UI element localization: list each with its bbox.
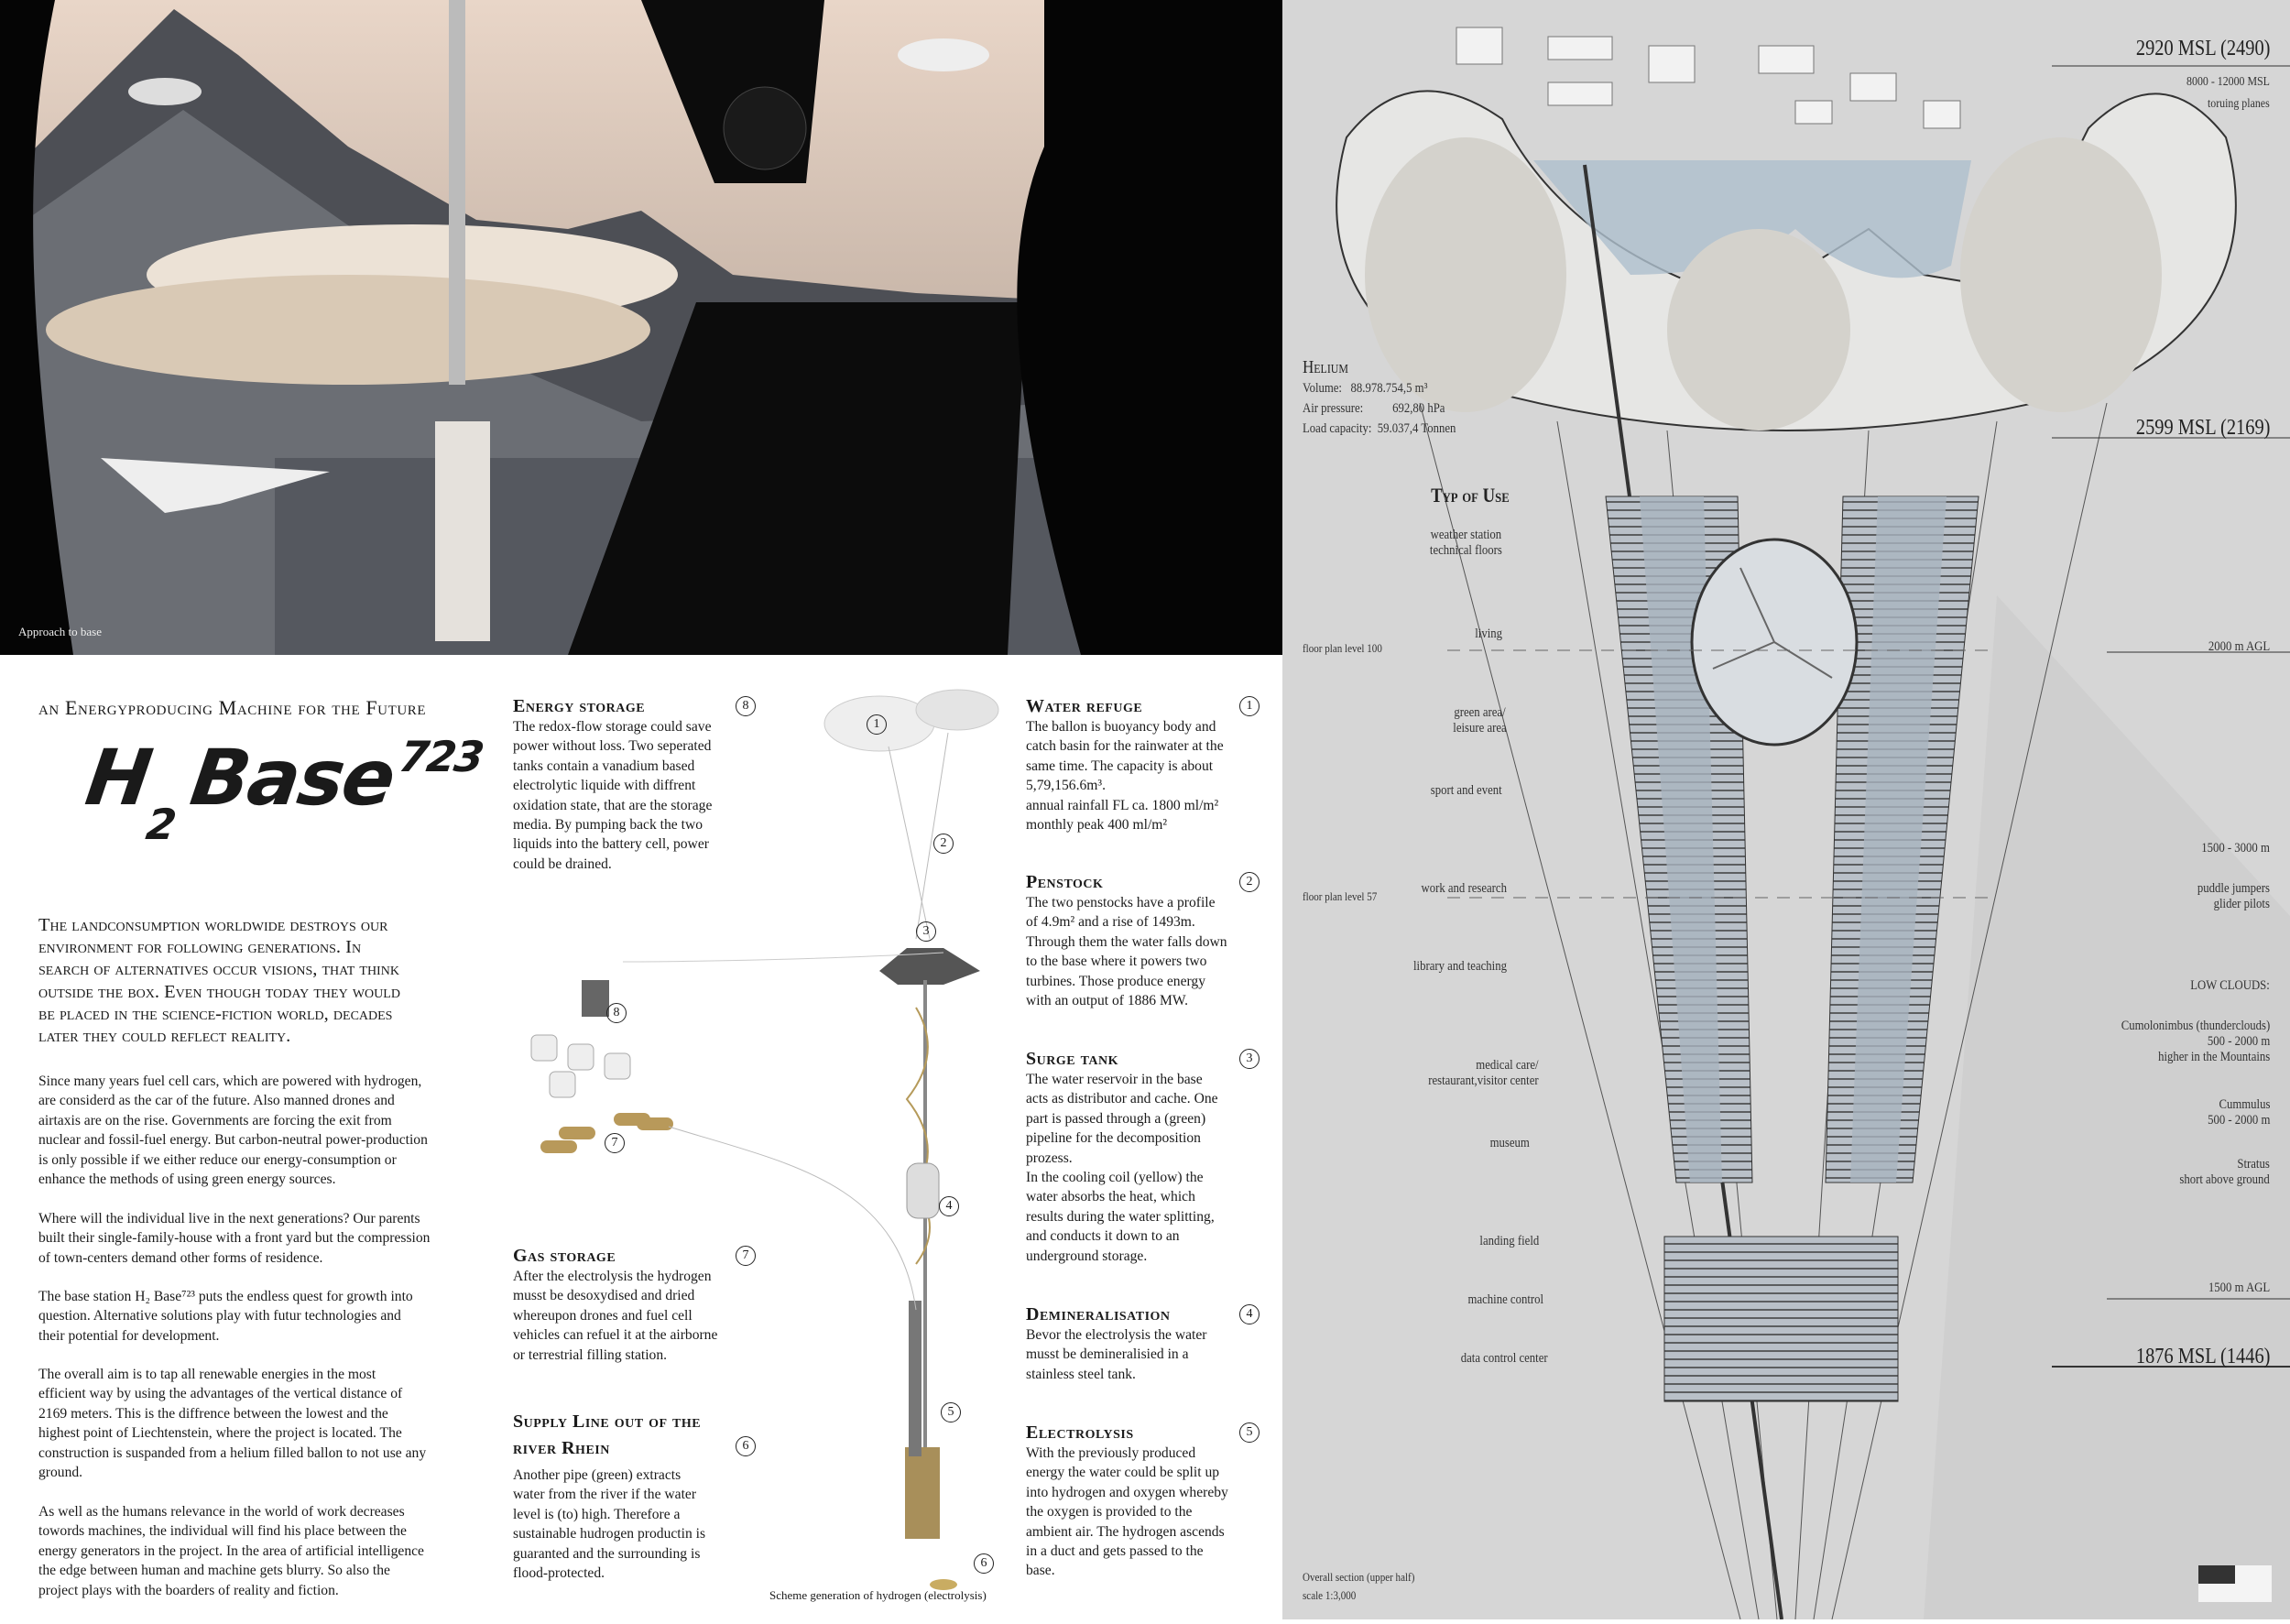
- overall-section-panel: 2920 MSL (2490) 8000 - 12000 MSL toruing…: [1282, 0, 2290, 1620]
- planes-range: 8000 - 12000 MSL: [2186, 75, 2270, 89]
- range-label: 1500 - 3000 m: [2201, 841, 2270, 856]
- section-title: Demineralisation: [1026, 1304, 1171, 1324]
- use-label: museum: [1489, 1136, 1530, 1150]
- body-paragraph: Since many years fuel cell cars, which a…: [38, 1074, 428, 1188]
- section-water-refuge: Water refuge 1 The ballon is buoyancy bo…: [1026, 696, 1260, 834]
- helium-load: Load capacity: 59.037,4 Tonnen: [1303, 421, 1456, 437]
- planes-label: toruing planes: [2208, 97, 2270, 111]
- label: Load capacity:: [1303, 421, 1372, 436]
- section-electrolysis: Electrolysis 5 With the previously produ…: [1026, 1422, 1260, 1581]
- value: 692,80 hPa: [1392, 401, 1445, 416]
- body-paragraph: The overall aim is to tap all renewable …: [38, 1367, 427, 1481]
- body-paragraph: The base station H₂ Base⁷²³ puts the end…: [38, 1289, 413, 1344]
- diagram-marker: 3: [916, 921, 936, 942]
- diagram-marker: 7: [605, 1133, 625, 1153]
- section-number: 8: [736, 696, 756, 716]
- floor-plan-100-link[interactable]: floor plan level 100: [1303, 641, 1382, 655]
- section-title: Energy storage: [513, 696, 646, 716]
- section-energy-storage: Energy storage 8 The redox-flow storage …: [513, 696, 756, 874]
- label: Volume:: [1303, 381, 1342, 396]
- intro-paragraph: The landconsumption worldwide destroys o…: [38, 915, 400, 1047]
- balloon-level-label: 2599 MSL (2169): [2135, 416, 2270, 440]
- section-surge-tank: Surge tank 3 The water reservoir in the …: [1026, 1049, 1260, 1266]
- section-number: 5: [1239, 1422, 1260, 1443]
- section-title: Penstock: [1026, 872, 1104, 892]
- section-text: Another pipe (green) extracts water from…: [513, 1467, 706, 1582]
- pilots-label: puddle jumpers glider pilots: [2197, 881, 2270, 911]
- title-h: H: [81, 733, 157, 823]
- section-gas-storage: Gas storage 7 After the electrolysis the…: [513, 1246, 756, 1365]
- diagram-marker: 6: [974, 1553, 994, 1574]
- body-paragraph: As well as the humans relevance in the w…: [38, 1504, 424, 1598]
- use-label: sport and event: [1431, 783, 1502, 798]
- use-label: landing field: [1479, 1234, 1539, 1248]
- use-label: library and teaching: [1413, 959, 1507, 974]
- use-label: work and research: [1421, 881, 1507, 896]
- body-paragraph: Where will the individual live in the ne…: [38, 1211, 431, 1266]
- section-text: The ballon is buoyancy body and catch ba…: [1026, 719, 1224, 834]
- section-text: With the previously produced energy the …: [1026, 1445, 1228, 1579]
- title-subscript: 2: [143, 800, 178, 849]
- use-label: data control center: [1461, 1351, 1548, 1366]
- section-caption: Overall section (upper half): [1303, 1570, 1415, 1584]
- section-text: The two penstocks have a profile of 4.9m…: [1026, 895, 1227, 1009]
- section-penstock: Penstock 2 The two penstocks have a prof…: [1026, 872, 1260, 1010]
- tower-section-drawing: [1336, 27, 2290, 1620]
- hydrogen-scheme-diagram: [530, 689, 999, 1590]
- use-title: Typ of Use: [1431, 484, 1510, 507]
- section-scale: scale 1:3,000: [1303, 1588, 1357, 1602]
- section-number: 2: [1239, 872, 1260, 892]
- title-base: Base: [185, 733, 399, 823]
- section-number: 7: [736, 1246, 756, 1266]
- section-number: 3: [1239, 1049, 1260, 1069]
- diagram-marker: 5: [941, 1402, 961, 1422]
- diagram-caption: Scheme generation of hydrogen (electroly…: [769, 1588, 987, 1602]
- use-label: medical care/ restaurant,visitor center: [1428, 1058, 1539, 1088]
- section-title: Electrolysis: [1026, 1422, 1134, 1443]
- agl-1500-label: 1500 m AGL: [2208, 1281, 2270, 1295]
- base-level-label: 1876 MSL (1446): [2135, 1345, 2270, 1368]
- agl-2000-label: 2000 m AGL: [2208, 639, 2270, 654]
- section-number: 1: [1239, 696, 1260, 716]
- helium-volume: Volume: 88.978.754,5 m³: [1303, 381, 1427, 397]
- diagram-marker: 8: [606, 1003, 627, 1023]
- section-text: The water reservoir in the base acts as …: [1026, 1072, 1218, 1264]
- section-demineralisation: Demineralisation 4 Bevor the electrolysi…: [1026, 1304, 1260, 1384]
- diagram-marker: 4: [939, 1196, 959, 1216]
- low-clouds-label: LOW CLOUDS:: [2190, 978, 2270, 993]
- helium-pressure: Air pressure: 692,80 hPa: [1303, 401, 1445, 417]
- section-title: Water refuge: [1026, 696, 1143, 716]
- section-text: After the electrolysis the hydrogen muss…: [513, 1269, 718, 1363]
- title-superscript: 723: [396, 732, 486, 781]
- subtitle: an Energyproducing Machine for the Futur…: [38, 696, 427, 719]
- use-label: living: [1475, 627, 1502, 641]
- cockpit-scene-image: [0, 0, 1282, 655]
- project-title: H2Base723: [81, 732, 486, 849]
- use-label: green area/ leisure area: [1453, 705, 1507, 736]
- label: Air pressure:: [1303, 401, 1364, 416]
- use-label: weather station technical floors: [1430, 528, 1502, 558]
- use-label: machine control: [1467, 1292, 1543, 1307]
- value: 59.037,4 Tonnen: [1377, 421, 1456, 436]
- cumulonimbus-label: Cumolonimbus (thunderclouds) 500 - 2000 …: [2121, 1019, 2270, 1064]
- section-supply-line: Supply Line out of the river Rhein 6 Ano…: [513, 1409, 756, 1583]
- value: 88.978.754,5 m³: [1350, 381, 1428, 396]
- section-number: 4: [1239, 1304, 1260, 1324]
- floor-plan-57-link[interactable]: floor plan level 57: [1303, 889, 1378, 903]
- top-level-label: 2920 MSL (2490): [2135, 37, 2270, 60]
- scale-legend-block: [2198, 1565, 2235, 1584]
- approach-render: Approach to base: [0, 0, 1282, 655]
- section-number: 6: [736, 1436, 756, 1456]
- diagram-marker: 2: [933, 834, 954, 854]
- stratus-label: Stratus short above ground: [2179, 1157, 2270, 1187]
- helium-title: Helium: [1303, 357, 1348, 377]
- section-title: Supply Line out of the river Rhein: [513, 1411, 702, 1458]
- section-text: The redox-flow storage could save power …: [513, 719, 713, 872]
- section-title: Surge tank: [1026, 1049, 1118, 1069]
- section-title: Gas storage: [513, 1246, 616, 1266]
- section-text: Bevor the electrolysis the water musst b…: [1026, 1327, 1207, 1382]
- diagram-marker: 1: [867, 714, 887, 735]
- cumulus-label: Cummulus 500 - 2000 m: [2207, 1097, 2270, 1128]
- photo-caption: Approach to base: [18, 625, 102, 638]
